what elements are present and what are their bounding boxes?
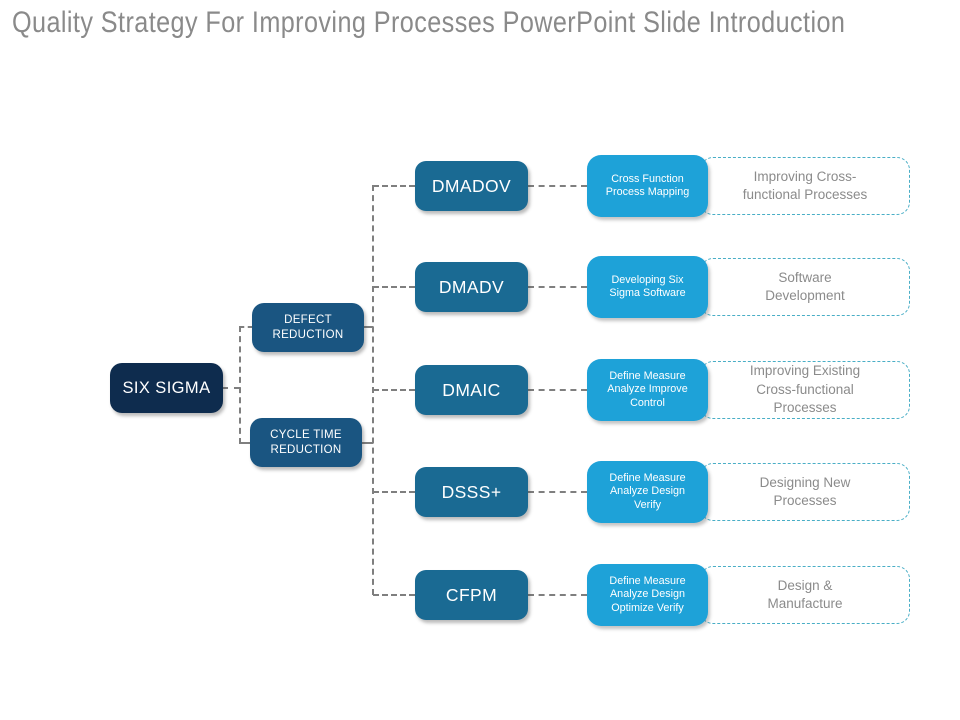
connector-trunk-row-2 bbox=[373, 286, 415, 288]
outcome-node: Design & Manufacture bbox=[700, 566, 910, 624]
cycle-time-reduction-node: CYCLE TIME REDUCTION bbox=[250, 418, 362, 467]
outcome-node: Designing New Processes bbox=[700, 463, 910, 521]
connector-trunk-row-1 bbox=[373, 185, 415, 187]
acronym-node-dmaic: DMAIC bbox=[415, 365, 528, 415]
connector-root-to-trunk bbox=[222, 387, 240, 389]
slide-title: Quality Strategy For Improving Processes… bbox=[12, 6, 846, 39]
connector-acronym-method-1 bbox=[528, 185, 587, 187]
connector-trunk-to-defect bbox=[239, 326, 253, 328]
method-node: Define Measure Analyze Improve Control bbox=[587, 359, 708, 421]
method-node: Define Measure Analyze Design Verify bbox=[587, 461, 708, 523]
connector-acronym-method-4 bbox=[528, 491, 587, 493]
outcome-node: Improving Cross- functional Processes bbox=[700, 157, 910, 215]
connector-acronym-method-2 bbox=[528, 286, 587, 288]
acronym-node-dsss: DSSS+ bbox=[415, 467, 528, 517]
defect-reduction-node: DEFECT REDUCTION bbox=[252, 303, 364, 352]
method-node: Developing Six Sigma Software bbox=[587, 256, 708, 318]
connector-trunk-to-cycle bbox=[239, 442, 251, 444]
connector-acronym-method-5 bbox=[528, 594, 587, 596]
connector-acronym-method-3 bbox=[528, 389, 587, 391]
connector-trunk-row-5 bbox=[373, 594, 415, 596]
acronym-node-cfpm: CFPM bbox=[415, 570, 528, 620]
six-sigma-node: SIX SIGMA bbox=[110, 363, 223, 413]
connector-defect-to-trunk bbox=[362, 326, 373, 328]
connector-trunk-row-3 bbox=[373, 389, 415, 391]
connector-left-trunk bbox=[239, 326, 241, 444]
method-node: Cross Function Process Mapping bbox=[587, 155, 708, 217]
acronym-node-dmadov: DMADOV bbox=[415, 161, 528, 211]
method-node: Define Measure Analyze Design Optimize V… bbox=[587, 564, 708, 626]
acronym-node-dmadv: DMADV bbox=[415, 262, 528, 312]
outcome-node: Software Development bbox=[700, 258, 910, 316]
connector-trunk-row-4 bbox=[373, 491, 415, 493]
connector-cycle-to-trunk bbox=[361, 442, 373, 444]
outcome-node: Improving Existing Cross-functional Proc… bbox=[700, 361, 910, 419]
